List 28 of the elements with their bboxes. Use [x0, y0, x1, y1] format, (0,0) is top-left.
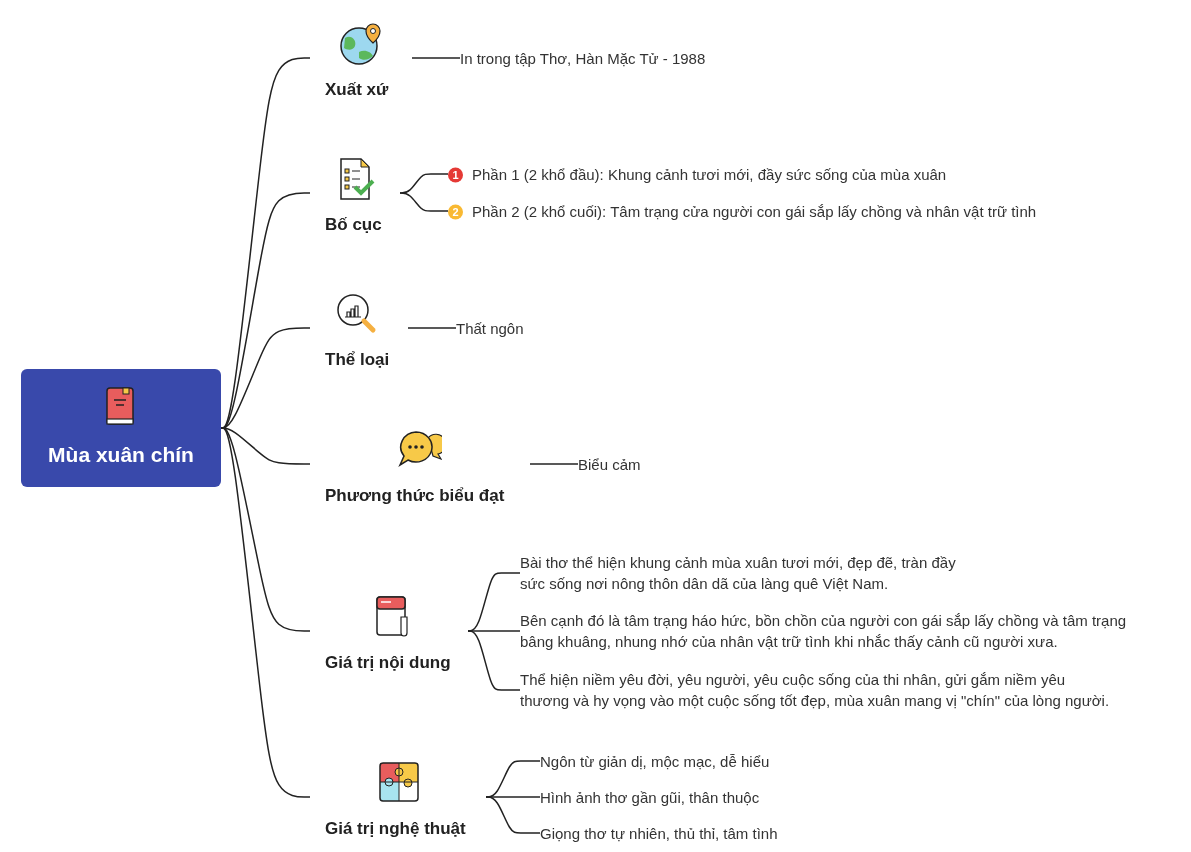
branch-text: Ngôn từ giản dị, mộc mạc, dễ hiểu	[540, 750, 770, 772]
branch-text: Phần 2 (2 khổ cuối): Tâm trạng cửa người con gái sắp lấy chồng và nhân vật trữ tình	[472, 202, 1037, 220]
branch-text: Phần 1 (2 khổ đầu): Khung cảnh tươi mới, đầy sức sống của mùa xuân	[472, 165, 947, 183]
branch-label: Giá trị nghệ thuật	[325, 818, 467, 840]
branch-label: Bố cục	[325, 214, 383, 236]
branch-text: Hình ảnh thơ gần gũi, thân thuộc	[540, 786, 760, 808]
connector-line	[467, 630, 521, 691]
topic-title: Mùa xuân chín	[47, 443, 195, 467]
branch-text: Thất ngôn	[456, 317, 524, 339]
branch-text: In trong tập Thơ, Hàn Mặc Tử - 1988	[460, 47, 706, 69]
number-badge: 1	[448, 167, 463, 183]
branch-text: Bài thơ thể hiện khung cảnh mùa xuân tươi mới, đẹp đẽ, tràn đầy sức sống nơi nông thôn dân dã của làng quê Việt Nam.	[520, 552, 960, 594]
branch-text: Giọng thơ tự nhiên, thủ thỉ, tâm tình	[540, 822, 778, 844]
branch-label: Giá trị nội dung	[325, 652, 452, 674]
branch-label: Phương thức biểu đạt	[325, 485, 506, 507]
connector-line	[220, 427, 311, 798]
branch-label: Thể loại	[325, 349, 391, 371]
branch-text: Thể hiện niềm yêu đời, yêu người, yêu cuộc sống của thi nhân, gửi gắm niềm yêu thương và hy vọng vào một cuộc sống tốt đẹp, mùa xuân mang vị "chín" của lòng người.	[520, 669, 1112, 711]
number-badge: 2	[448, 204, 463, 220]
branch-text: Bên cạnh đó là tâm trạng háo hức, bồn chồn của người con gái sắp lấy chồng và tâm trạng bâng khuâng, nhung nhớ của nhân vật trữ tình khi nhắc thấy cảnh cũ người xưa.	[520, 610, 1135, 652]
branch-text: Biểu cảm	[578, 453, 641, 475]
root-topic-box	[21, 369, 221, 487]
connector-line	[411, 57, 461, 59]
connector-line	[407, 327, 457, 329]
branch-label: Xuất xứ	[325, 79, 390, 101]
connector-line	[399, 192, 449, 212]
connector-line	[529, 463, 579, 465]
connector-line	[485, 796, 541, 834]
